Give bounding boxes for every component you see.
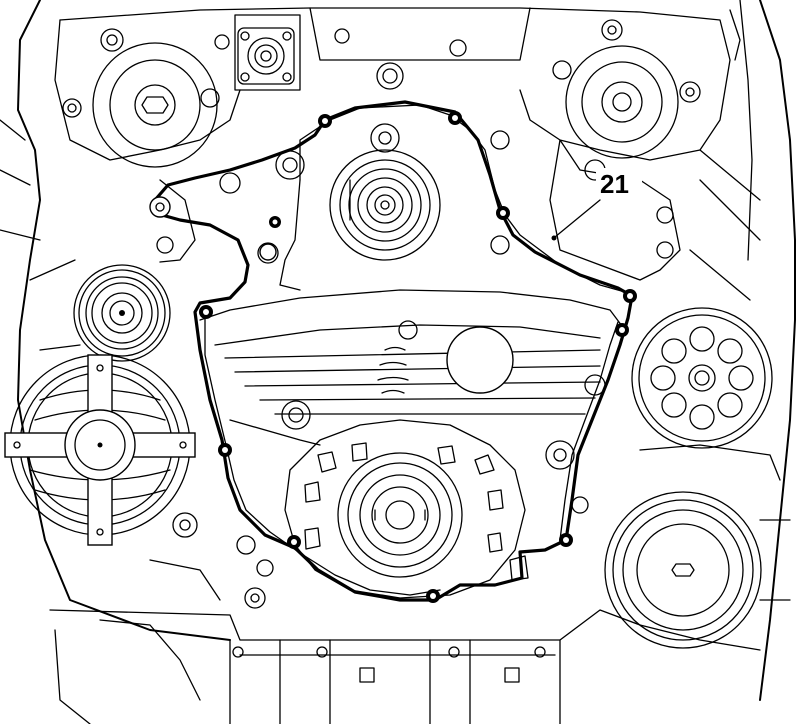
ac-compressor-pulley	[604, 444, 791, 649]
engine-block-outline	[0, 0, 796, 701]
left-camshaft-sprocket	[92, 42, 218, 168]
callout-label-bg	[596, 168, 642, 198]
timing-cover-gasket	[153, 100, 634, 602]
oil-pan	[49, 609, 761, 724]
right-camshaft-sprocket	[565, 45, 679, 159]
callout-leader-dot	[551, 235, 557, 241]
injection-pump-sprocket	[329, 149, 441, 261]
gasket-bolts	[149, 111, 637, 603]
upper-timing-cover	[279, 104, 626, 293]
middle-timing-cover	[199, 289, 626, 446]
top-sensor-fitting	[237, 27, 295, 85]
cylinder-head-plate	[54, 7, 731, 161]
callout-label: 21	[600, 169, 629, 199]
belt-tensioner-pulley	[73, 264, 171, 362]
callout-21: 21	[551, 168, 642, 241]
fan-hub-pulley	[4, 354, 196, 546]
vacuum-pump-pulley	[631, 307, 773, 449]
crankshaft-sprocket	[284, 419, 526, 599]
callout-leader-line	[554, 199, 601, 238]
